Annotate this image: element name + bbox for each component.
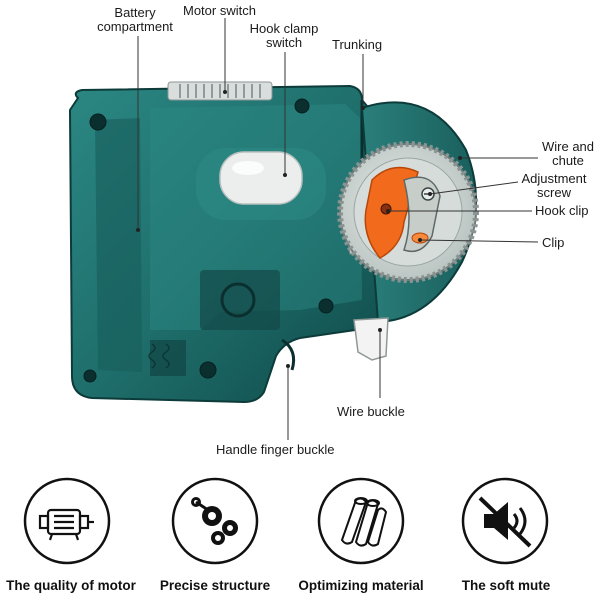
fishing-hook-tier-device [68,18,539,440]
feature-label-motor: The quality of motor [6,578,136,593]
label-hook-clip: Hook clip [535,203,589,218]
screw-heads [83,98,334,383]
wire-buckle [353,317,389,361]
motor-switch [167,81,273,101]
label-motor-switch: Motor switch [183,3,256,18]
label-adjustment-screw: Adjustment screw [521,171,587,200]
speaker-mute-icon [461,477,549,565]
label-hook-clamp-switch: Hook clamp switch [249,21,319,50]
label-handle-finger-buckle: Handle finger buckle [216,442,335,457]
label-clip: Clip [542,235,565,250]
label-battery-compartment: Battery compartment [97,5,173,34]
orange-clip-wheel [364,166,419,259]
feature-label-mute: The soft mute [461,578,551,593]
motor-icon [23,477,111,565]
material-rolls-icon [317,477,405,565]
feature-label-structure: Precise structure [159,578,271,593]
handle-finger-buckle [281,338,296,371]
feature-label-material: Optimizing material [298,578,424,593]
hook-clamp-switch [196,148,326,220]
label-wire-buckle: Wire buckle [337,404,405,419]
gears-icon [171,477,259,565]
hook-clip-screw [380,203,392,215]
label-trunking: Trunking [332,37,383,52]
label-wire-and-chute: Wire and chute [541,139,595,168]
